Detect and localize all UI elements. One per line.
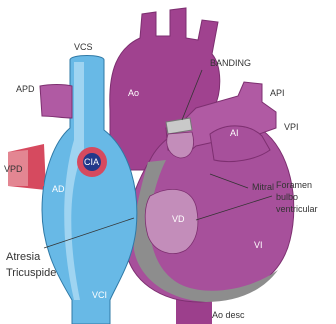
label-atresia-1: Atresia <box>6 251 41 263</box>
label-mitral: Mitral <box>252 182 274 192</box>
label-ai: AI <box>230 128 239 138</box>
label-api: API <box>270 88 285 98</box>
pulmonary-artery-right <box>40 85 72 119</box>
label-vci: VCI <box>92 290 107 300</box>
label-vpd: VPD <box>4 164 23 174</box>
label-ad: AD <box>52 184 65 194</box>
label-foramen-1: Foramen <box>276 180 312 190</box>
label-ao: Ao <box>128 88 139 98</box>
label-atresia-2: Tricuspide <box>6 267 56 279</box>
label-banding: BANDING <box>210 58 251 68</box>
label-vd: VD <box>172 214 185 224</box>
label-vi: VI <box>254 240 263 250</box>
label-ao-desc: Ao desc <box>212 310 245 320</box>
label-foramen-3: ventricular <box>276 204 318 214</box>
label-apd: APD <box>16 84 35 94</box>
label-cia: CIA <box>84 157 99 167</box>
label-vcs: VCS <box>74 42 93 52</box>
label-vpi: VPI <box>284 122 299 132</box>
label-foramen-2: bulbo <box>276 192 298 202</box>
